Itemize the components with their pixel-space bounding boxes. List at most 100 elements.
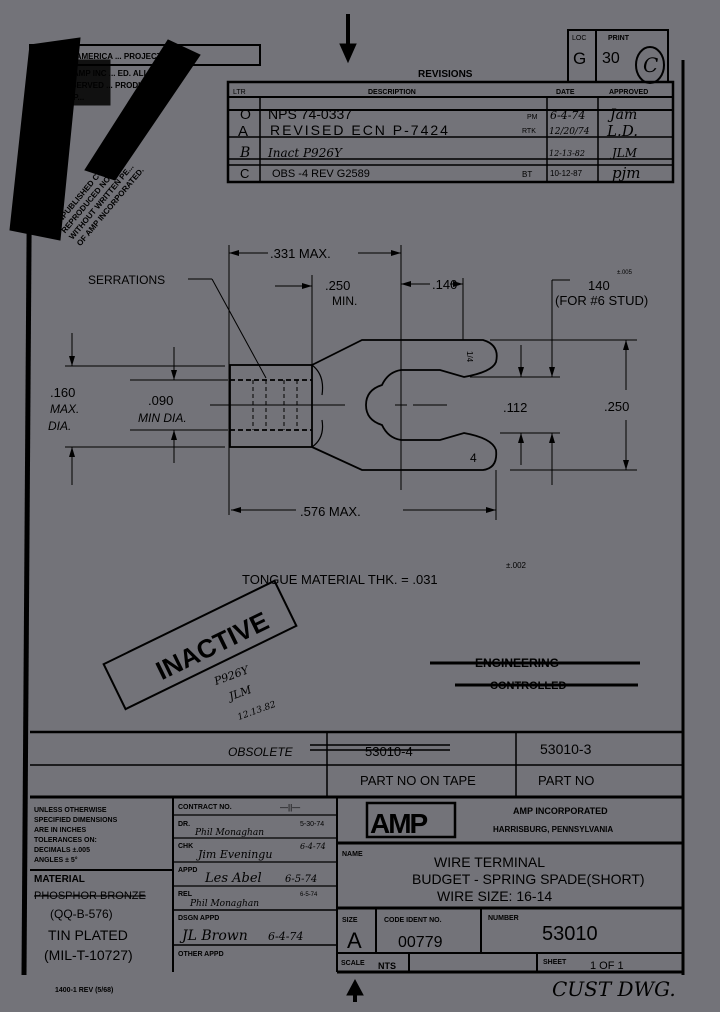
dim-090: .090 — [148, 393, 173, 408]
rev-description: NPS 74-0337 — [268, 106, 352, 122]
chk-label: CHK — [178, 843, 193, 850]
dr-name: Phil Monaghan — [194, 828, 264, 838]
tongue-thickness: TONGUE MATERIAL THK. = .031 — [242, 572, 438, 587]
other-appd-label: OTHER APPD — [178, 951, 224, 958]
redaction-diagonal — [84, 39, 201, 181]
dsgn-appd-label: DSGN APPD — [178, 915, 219, 922]
inactive-note: JLM — [225, 683, 254, 704]
obsolete-label: OBSOLETE — [228, 745, 294, 759]
material-line: PHOSPHOR BRONZE — [34, 890, 146, 902]
tongue-tolerance: ±.002 — [506, 561, 527, 570]
rev-description: OBS -4 REV G2589 — [272, 168, 370, 180]
tolerance-note: ARE IN INCHES — [34, 827, 86, 834]
amp-logo-box — [365, 801, 457, 839]
frame-left — [21, 99, 33, 976]
dim-331-max: .331 MAX. — [270, 246, 331, 261]
dim-576-max: .576 MAX. — [300, 504, 361, 519]
drawing-name: BUDGET - SPRING SPADE(SHORT) — [412, 871, 645, 887]
drawing-name: WIRE TERMINAL — [434, 854, 545, 870]
rev-date: 12-13-82 — [549, 149, 585, 158]
company-name: AMP INCORPORATED — [513, 806, 608, 816]
company-location: HARRISBURG, PENNSYLVANIA — [493, 825, 613, 834]
dr-date: 5-30-74 — [300, 821, 324, 828]
rev-col-ltr: LTR — [233, 89, 246, 96]
drawing-name: WIRE SIZE: 16-14 — [437, 888, 552, 904]
scale-value: NTS — [378, 961, 396, 971]
title-block-grid — [30, 797, 683, 974]
rev-date: 10-12-87 — [550, 169, 583, 178]
scale-label: SCALE — [341, 960, 365, 967]
dim-112: .112 — [503, 400, 527, 415]
rev-initials: RTK — [522, 128, 536, 135]
dim-140: .140 — [432, 277, 457, 292]
rev-description: Inact P926Y — [267, 146, 343, 160]
part-no-on-tape-label: PART NO ON TAPE — [360, 773, 476, 788]
tolerance-note: UNLESS OTHERWISE — [34, 807, 107, 814]
rev-approved: L.D. — [606, 122, 638, 140]
rev-col-description: DESCRIPTION — [368, 89, 416, 96]
rev-date: 6-4-74 — [550, 109, 585, 122]
dr-label: DR. — [178, 821, 190, 828]
material-line: TIN PLATED — [48, 927, 128, 943]
code-ident-value: 00779 — [398, 934, 443, 951]
dim-250-min: .250 — [325, 278, 350, 293]
inactive-note: 12.13.82 — [236, 700, 277, 723]
part-no-value: 53010-3 — [540, 741, 592, 757]
rev-ltr: C — [240, 166, 249, 181]
tongue-outline — [311, 339, 498, 471]
rev-ltr: A — [238, 123, 248, 140]
rev-approved: pjm — [612, 164, 640, 182]
controlled-stamp: CONTROLLED — [490, 680, 566, 692]
material-label: MATERIAL — [34, 874, 85, 885]
rev-approved: Jam — [607, 107, 637, 123]
rel-name: Phil Monaghan — [189, 899, 259, 909]
amp-logo: AMP — [370, 808, 428, 839]
obsolete-part-no: 53010-4 — [365, 744, 413, 759]
rev-date: 12/20/74 — [549, 127, 590, 137]
barrel — [229, 364, 313, 448]
loc-label: LOC — [572, 35, 586, 42]
dim-250: .250 — [604, 399, 629, 414]
form-number: 1400-1 REV (5/68) — [55, 987, 113, 994]
chk-name: Jim Eveningu — [196, 848, 272, 861]
rev-description: REVISED ECN P-7424 — [270, 122, 450, 138]
contract-label: CONTRACT NO. — [178, 804, 232, 811]
rev-ltr: B — [239, 145, 250, 161]
rev-col-date: DATE — [556, 89, 575, 96]
print-value: 30 — [602, 50, 620, 67]
arrow-top-head — [339, 43, 357, 64]
inactive-stamp — [102, 579, 298, 711]
dim-160-dia: DIA. — [48, 419, 71, 433]
rel-date: 6-5-74 — [300, 892, 318, 898]
dimension-arrows — [69, 250, 629, 513]
name-label: NAME — [342, 851, 363, 858]
notice-header: MADE IN AMERICA ... PROJECTION — [40, 52, 176, 61]
material-line: (QQ-B-576) — [50, 907, 113, 921]
dim-090-label: MIN DIA. — [138, 411, 187, 425]
dim-stud-tolerance: ±.005 — [617, 270, 633, 276]
part-mark-top: 1/4 — [465, 351, 474, 363]
dim-250-min-label: MIN. — [332, 294, 357, 308]
revisions-title: REVISIONS — [418, 69, 473, 80]
chk-date: 6-4-74 — [300, 842, 326, 851]
part-no-label: PART NO — [538, 773, 594, 788]
rel-label: REL — [178, 891, 193, 898]
tolerance-note: DECIMALS ±.005 — [34, 847, 90, 854]
drawing-number: 53010 — [542, 923, 598, 945]
tolerance-note: TOLERANCES ON: — [34, 837, 97, 844]
engineering-stamp: ENGINEERING — [475, 656, 559, 670]
dim-stud-note: (FOR #6 STUD) — [555, 293, 648, 308]
sheet-value: 1 OF 1 — [590, 960, 624, 972]
appd-name: Les Abel — [204, 871, 262, 886]
rev-col-approved: APPROVED — [609, 89, 648, 96]
rev-initials: BT — [522, 170, 532, 179]
dim-160: .160 — [50, 385, 75, 400]
cust-dwg-note: CUST DWG. — [552, 977, 676, 1001]
serrations-label: SERRATIONS — [88, 273, 165, 287]
dsgn-appd-date: 6-4-74 — [268, 930, 303, 943]
size-label: SIZE — [342, 917, 358, 924]
contract-value: —||— — [280, 803, 300, 812]
number-label: NUMBER — [488, 915, 519, 922]
code-ident-label: CODE IDENT NO. — [384, 917, 442, 924]
